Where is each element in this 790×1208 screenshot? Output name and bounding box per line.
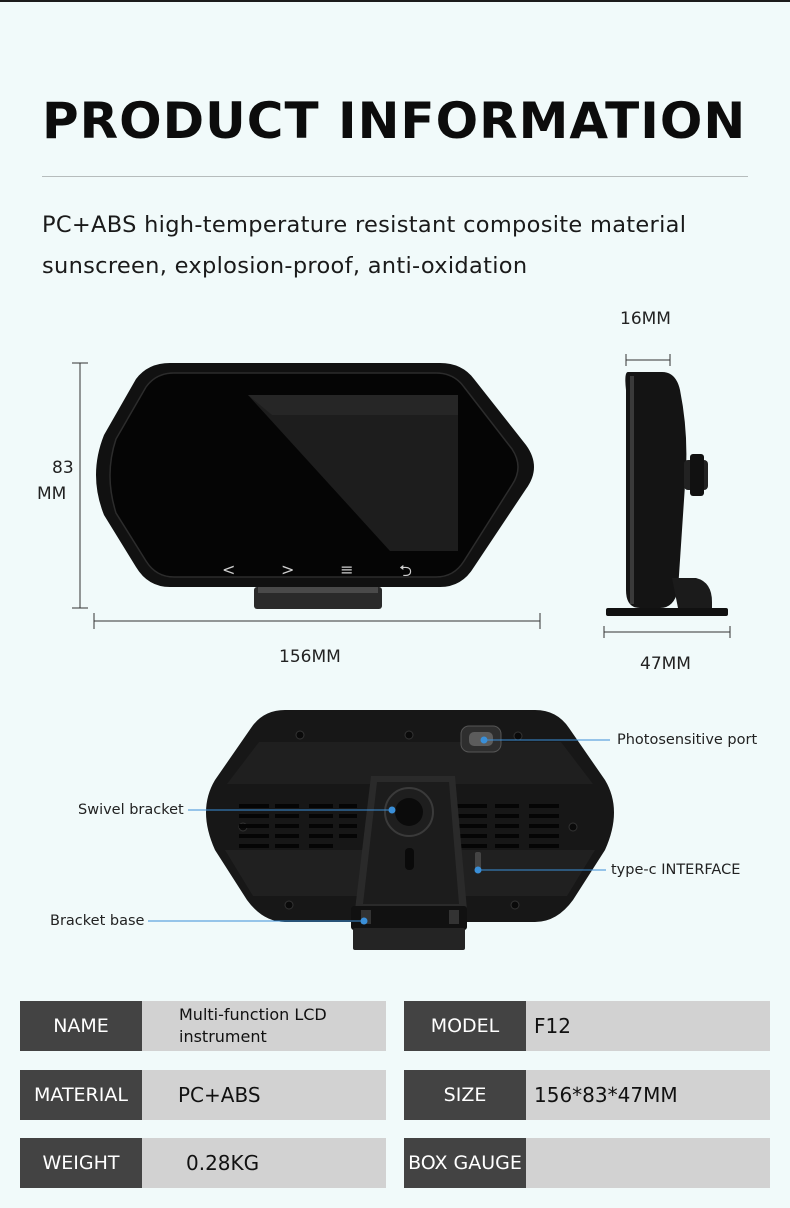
spec-box-gauge-value [526,1138,770,1188]
photosensitive-port-label: Photosensitive port [617,732,758,748]
return-icon: ⮌ [399,561,412,580]
forward-arrow-icon: > [281,560,295,579]
spec-box-gauge-label: BOX GAUGE [404,1138,526,1188]
thickness-dimension: 16MM [620,309,671,329]
spec-size-value: 156*83*47MM [526,1070,770,1120]
type-c-interface-label: type-c INTERFACE [611,862,741,878]
height-unit: MM [37,484,67,504]
spec-row-material: MATERIAL PC+ABS [20,1070,386,1120]
spec-row-box-gauge: BOX GAUGE [404,1138,770,1188]
spec-row-model: MODEL F12 [404,1001,770,1051]
spec-material-value: PC+ABS [142,1070,386,1120]
top-border [0,0,790,2]
menu-icon: ≡ [340,560,354,579]
device-side-view [603,354,731,638]
spec-name-value: Multi-function LCD instrument [142,1001,386,1051]
depth-dimension: 47MM [640,654,691,674]
device-front-view [72,362,541,629]
material-description: PC+ABS high-temperature resistant compos… [42,205,762,287]
back-arrow-icon: < [222,560,236,579]
spec-weight-value: 0.28KG [142,1138,386,1188]
height-value: 83 [52,458,74,478]
spec-material-label: MATERIAL [20,1070,142,1120]
spec-size-label: SIZE [404,1070,526,1120]
device-rear-view [206,710,614,950]
spec-row-name: NAME Multi-function LCD instrument [20,1001,386,1051]
width-dimension: 156MM [279,647,341,667]
spec-row-size: SIZE 156*83*47MM [404,1070,770,1120]
bracket-base-label: Bracket base [50,913,145,929]
screen-touch-buttons: < > ≡ ⮌ [222,560,412,584]
page-title: PRODUCT INFORMATION [42,92,747,150]
description-line-1: PC+ABS high-temperature resistant compos… [42,212,687,238]
spec-model-label: MODEL [404,1001,526,1051]
spec-model-value: F12 [526,1001,770,1051]
title-divider [42,176,748,177]
description-line-2: sunscreen, explosion-proof, anti-oxidati… [42,253,528,279]
swivel-bracket-label: Swivel bracket [78,802,184,818]
spec-row-weight: WEIGHT 0.28KG [20,1138,386,1188]
spec-name-label: NAME [20,1001,142,1051]
spec-weight-label: WEIGHT [20,1138,142,1188]
